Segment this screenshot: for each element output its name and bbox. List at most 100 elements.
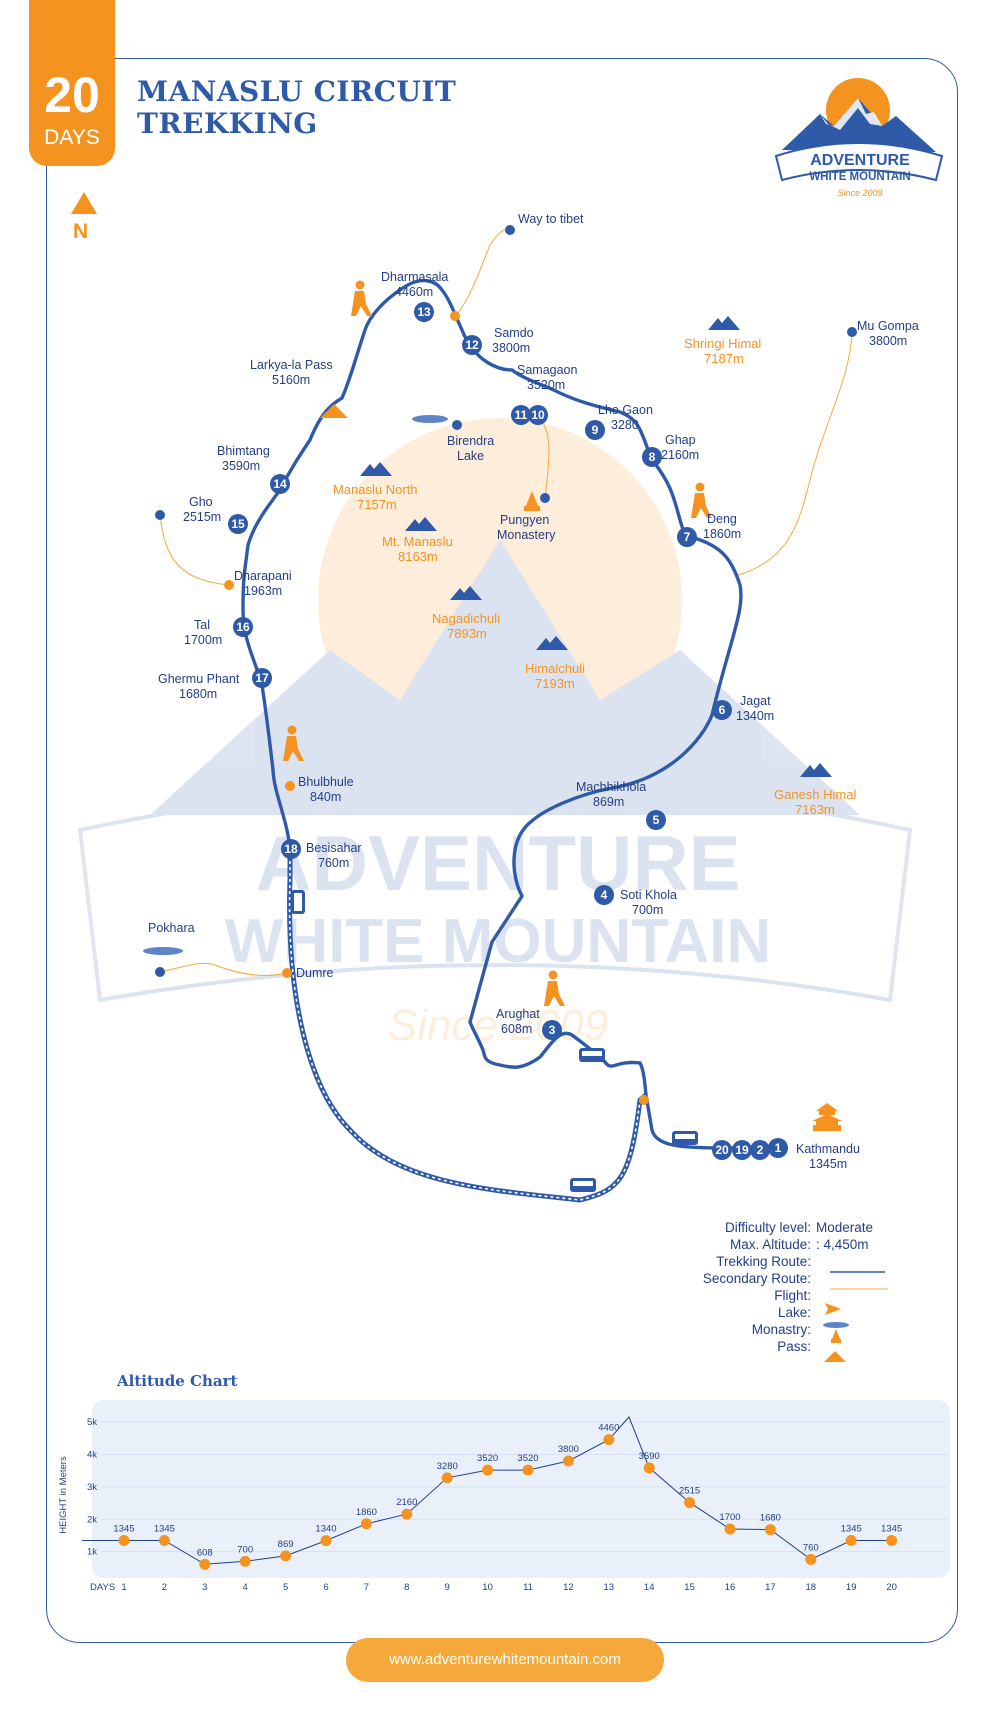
chart-point <box>239 1555 251 1567</box>
watermark-since: Since 2009 <box>388 1001 608 1050</box>
legend-row: Pass: <box>650 1339 910 1356</box>
day-marker: 18 <box>281 839 301 859</box>
place-alt: 3800m <box>869 334 907 348</box>
chart-point <box>441 1472 453 1484</box>
place-name: Samagaon <box>517 363 578 377</box>
x-tick-label: 19 <box>846 1582 857 1593</box>
place-name: Dharapani <box>234 569 292 583</box>
place-name: Kathmandu <box>796 1142 860 1156</box>
logo-mountain-icon <box>782 98 936 152</box>
legend-value: : 4,450m <box>816 1237 869 1252</box>
legend-row: Lake: <box>650 1305 910 1322</box>
place-alt: 608m <box>501 1022 532 1036</box>
chart-point <box>643 1462 655 1474</box>
hiker-icon <box>283 725 304 761</box>
peak-alt: 7193m <box>535 676 575 691</box>
mountain-icon <box>536 636 568 650</box>
pokhara-lake-icon <box>143 947 183 955</box>
place-labels: Way to tibet Dharmasala 4460m Samdo 3800… <box>148 212 919 1171</box>
place-alt: 3520m <box>527 378 565 392</box>
day-marker: 1 <box>768 1138 788 1158</box>
x-tick-label: 11 <box>523 1582 533 1593</box>
legend-row: Difficulty level: Moderate <box>650 1220 910 1237</box>
days-label: DAYS <box>44 126 100 149</box>
peak-name: Himalchuli <box>525 661 585 676</box>
place-name: Gho <box>189 495 213 509</box>
legend-key: Flight: <box>774 1288 811 1303</box>
brand-logo: ADVENTURE WHITE MOUNTAIN Since 2009 <box>774 78 944 198</box>
mountain-icon <box>405 517 437 531</box>
x-tick-label: 7 <box>364 1582 369 1593</box>
chart-point <box>603 1434 615 1446</box>
peak-name: Nagadichuli <box>432 611 500 626</box>
website-link[interactable]: www.adventurewhitemountain.com <box>346 1638 664 1682</box>
place-name: Besisahar <box>306 841 362 855</box>
x-tick-label: 12 <box>563 1582 574 1593</box>
mountain-icon <box>800 763 832 777</box>
legend-row: Flight: <box>650 1288 910 1305</box>
flight-icon <box>825 1303 841 1315</box>
day-marker: 16 <box>233 617 253 637</box>
chart-point <box>562 1455 574 1467</box>
chart-data-label: 1680 <box>760 1513 781 1524</box>
chart-data-label: 608 <box>197 1547 213 1558</box>
chart-grid <box>102 1421 947 1553</box>
svg-text:6: 6 <box>719 703 726 717</box>
day-marker: 20 <box>712 1140 732 1160</box>
title-line1: MANASLU CIRCUIT <box>137 75 457 108</box>
birendra-lake-icon <box>412 415 448 423</box>
day-marker: 2 <box>750 1140 770 1160</box>
day-marker: 13 <box>414 302 434 322</box>
legend-key: Max. Altitude: <box>729 1237 811 1252</box>
legend-row: Max. Altitude: : 4,450m <box>650 1237 910 1254</box>
place-name: Tal <box>194 618 210 632</box>
svg-text:7: 7 <box>684 530 691 544</box>
chart-xlabel: DAYS <box>90 1582 115 1593</box>
days-number: 20 <box>44 67 100 123</box>
place-name: Samdo <box>494 326 534 340</box>
place-name: Machhikhola <box>576 780 646 794</box>
peak-alt: 7157m <box>357 497 397 512</box>
place-alt: 2160m <box>661 448 699 462</box>
place-alt: 760m <box>318 856 349 870</box>
chart-data-label: 2515 <box>679 1486 700 1497</box>
y-tick-label: 3k <box>87 1482 97 1493</box>
svg-text:17: 17 <box>255 671 269 685</box>
legend-key: Secondary Route: <box>702 1271 811 1286</box>
title-line2: TREKKING <box>137 107 318 140</box>
chart-data-label: 1700 <box>719 1512 740 1523</box>
hiker-icons <box>283 280 712 1006</box>
place-name: Bhimtang <box>217 444 270 458</box>
day-marker: 8 <box>642 447 662 467</box>
legend-row: Secondary Route: <box>650 1271 910 1288</box>
place-name: Dumre <box>296 966 334 980</box>
svg-text:13: 13 <box>417 305 431 319</box>
bus-icon <box>570 1178 596 1192</box>
pass-icon <box>824 1351 846 1362</box>
chart-point <box>805 1553 817 1565</box>
place-name: Lho Gaon <box>598 403 653 417</box>
legend-symbols <box>823 1271 888 1362</box>
day-marker: 17 <box>252 668 272 688</box>
place-name: Arughat <box>496 1007 540 1021</box>
chart-point <box>482 1464 494 1476</box>
day-markers: 1 2 19 20 3 4 5 6 7 8 9 10 11 12 13 14 1… <box>228 302 788 1160</box>
peak-alt: 7893m <box>447 626 487 641</box>
svg-text:19: 19 <box>735 1143 749 1157</box>
day-marker: 5 <box>646 810 666 830</box>
svg-text:1: 1 <box>775 1141 782 1155</box>
chart-data-label: 1345 <box>881 1523 902 1534</box>
day-marker: 7 <box>677 527 697 547</box>
place-alt: 5160m <box>272 373 310 387</box>
x-tick-label: 16 <box>725 1582 736 1593</box>
place-alt: 1860m <box>703 527 741 541</box>
place-name: Deng <box>707 512 737 526</box>
bus-icon <box>291 890 305 914</box>
x-tick-label: 14 <box>644 1582 655 1593</box>
chart-point <box>360 1518 372 1530</box>
place-name: Bhulbhule <box>298 775 354 789</box>
peak-name: Shringi Himal <box>684 336 761 351</box>
